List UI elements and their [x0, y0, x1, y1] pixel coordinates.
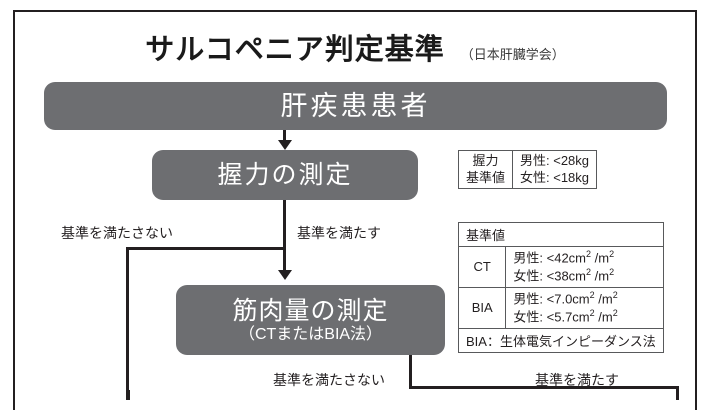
connector-grip-right-branch: [283, 247, 286, 272]
title-subtitle-text: （日本肝臓学会）: [460, 47, 565, 62]
branch-label-mass-fail: 基準を満たさない: [273, 372, 385, 388]
node-grip-strength-measurement-label: 握力の測定: [217, 161, 353, 189]
title-main-text: サルコペニア判定基準: [145, 34, 445, 66]
arrowhead-grip-to-muscle: [278, 270, 292, 280]
mass-criteria-ct-male: 男性: <42cm2 /m2: [513, 249, 615, 266]
grip-criteria-male: 男性: <28kg: [520, 153, 590, 168]
mass-criteria-bia-label: BIA: [457, 286, 507, 329]
mass-criteria-ct-female: 女性: <38cm2 /m2: [513, 266, 615, 284]
grip-criteria-female: 女性: <18kg: [520, 169, 590, 185]
mass-criteria-bia-female: 女性: <5.7cm2 /m2: [513, 307, 618, 325]
grip-criteria-value-cell: 男性: <28kg 女性: <18kg: [512, 149, 598, 190]
table-row: BIA：生体電気インピーダンス法: [458, 327, 664, 353]
grip-criteria-label-line1: 握力: [472, 153, 499, 168]
mass-criteria-footnote: BIA：生体電気インピーダンス法: [458, 327, 664, 353]
connector-grip-stem: [283, 200, 286, 250]
table-row: CT 男性: <42cm2 /m2 女性: <38cm2 /m2: [457, 246, 664, 288]
mass-criteria-bia-values: 男性: <7.0cm2 /m2 女性: <5.7cm2 /m2: [505, 286, 664, 329]
node-muscle-mass-measurement: 筋肉量の測定 （CTまたはBIA法）: [176, 285, 445, 355]
branch-label-grip-fail: 基準を満たさない: [61, 225, 173, 241]
connector-muscle-right-branch: [676, 386, 679, 400]
page-title: サルコペニア判定基準 （日本肝臓学会）: [13, 26, 697, 66]
node-grip-strength-measurement: 握力の測定: [152, 150, 418, 200]
grip-criteria-label-cell: 握力 基準値: [457, 149, 514, 190]
diagram-root: サルコペニア判定基準 （日本肝臓学会） 肝疾患患者 握力の測定 基準を満たさない…: [13, 10, 697, 410]
node-liver-disease-patients-label: 肝疾患患者: [280, 90, 431, 121]
arrowhead-patients-to-grip: [278, 140, 292, 150]
connector-grip-left-branch: [126, 247, 129, 400]
table-row: 基準値: [458, 222, 664, 247]
connector-patients-to-grip: [283, 130, 286, 142]
mass-criteria-ct-values: 男性: <42cm2 /m2 女性: <38cm2 /m2: [505, 246, 664, 288]
branch-label-mass-pass: 基準を満たす: [535, 372, 619, 388]
mass-criteria-header: 基準値: [458, 222, 664, 247]
branch-label-grip-pass: 基準を満たす: [297, 225, 381, 241]
connector-grip-split-horizontal: [126, 247, 286, 250]
connector-muscle-split-horizontal: [409, 386, 679, 389]
mass-criteria-bia-male: 男性: <7.0cm2 /m2: [513, 289, 618, 307]
connector-muscle-stem: [409, 355, 412, 388]
node-liver-disease-patients: 肝疾患患者: [44, 82, 667, 130]
table-row: BIA 男性: <7.0cm2 /m2 女性: <5.7cm2 /m2: [457, 286, 664, 329]
node-muscle-mass-measurement-sublabel: （CTまたはBIA法）: [238, 325, 383, 343]
partial-node-bottom-left: [126, 390, 130, 400]
mass-criteria-ct-label: CT: [457, 246, 507, 288]
muscle-mass-criteria-table: 基準値 CT 男性: <42cm2 /m2 女性: <38cm2 /m2 BIA…: [457, 222, 664, 353]
grip-criteria-table: 握力 基準値 男性: <28kg 女性: <18kg: [457, 149, 598, 190]
node-muscle-mass-measurement-label: 筋肉量の測定: [232, 296, 389, 325]
grip-criteria-label-line2: 基準値: [466, 169, 506, 185]
table-row: 握力 基準値 男性: <28kg 女性: <18kg: [457, 149, 598, 190]
